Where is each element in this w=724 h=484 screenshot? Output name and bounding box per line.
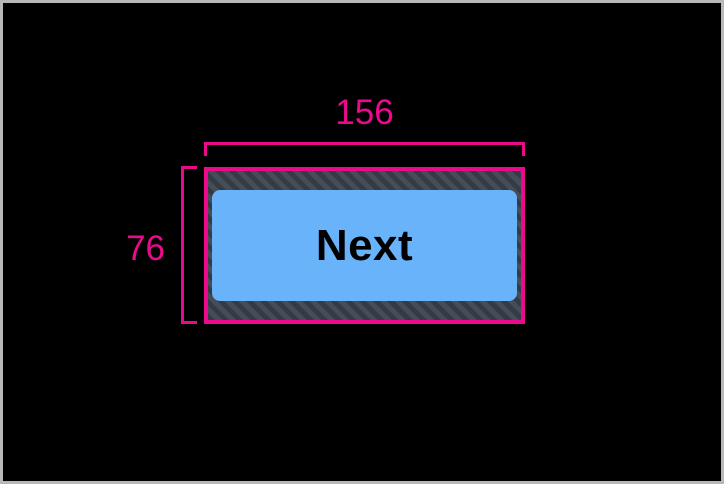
next-button-label: Next	[315, 220, 414, 270]
height-dimension-label: 76	[126, 229, 165, 268]
width-dimension-label: 156	[335, 93, 394, 132]
next-button[interactable]: Next	[212, 190, 517, 301]
width-dimension-bracket	[204, 142, 525, 156]
height-dimension-bracket	[181, 166, 197, 324]
element-highlight-outline: Next	[204, 167, 525, 324]
